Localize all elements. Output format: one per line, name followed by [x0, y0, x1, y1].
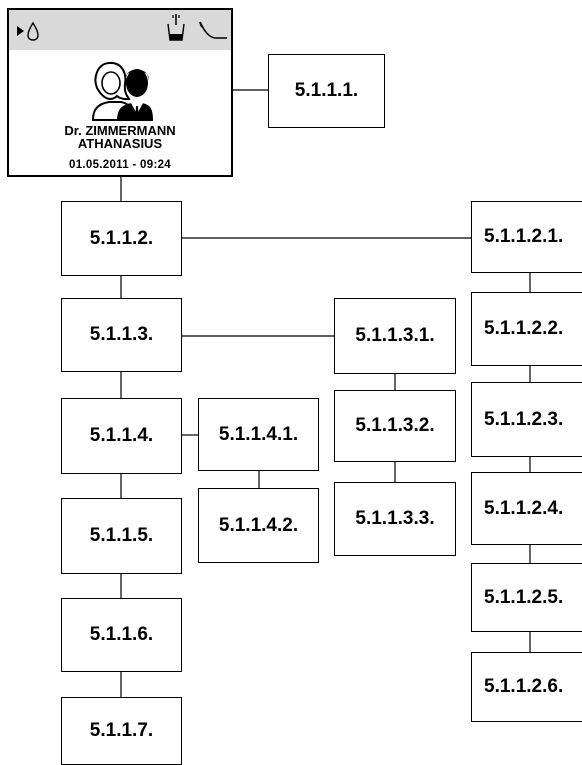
handpiece-icon	[199, 21, 227, 39]
menu-node-5114[interactable]: 5.1.1.4.	[61, 398, 182, 474]
user-name-line1: Dr. ZIMMERMANN	[64, 123, 176, 138]
cup-icon	[167, 14, 185, 41]
menu-node-51141[interactable]: 5.1.1.4.1.	[198, 398, 319, 471]
menu-node-5111[interactable]: 5.1.1.1.	[268, 54, 385, 128]
menu-node-51124[interactable]: 5.1.1.2.4.	[471, 472, 582, 545]
menu-node-51132[interactable]: 5.1.1.3.2.	[334, 390, 456, 462]
menu-node-51133[interactable]: 5.1.1.3.3.	[334, 482, 456, 556]
menu-node-5112[interactable]: 5.1.1.2.	[61, 201, 182, 276]
menu-node-51123[interactable]: 5.1.1.2.3.	[471, 382, 582, 457]
device-display: Dr. ZIMMERMANN ATHANASIUS 01.05.2011 - 0…	[7, 8, 233, 177]
play-arrow-icon	[17, 26, 24, 36]
water-drop-icon	[27, 21, 39, 41]
menu-node-51142[interactable]: 5.1.1.4.2.	[198, 488, 319, 563]
datetime-display: 01.05.2011 - 09:24	[69, 159, 171, 171]
menu-node-51131[interactable]: 5.1.1.3.1.	[334, 298, 456, 374]
menu-node-51121[interactable]: 5.1.1.2.1.	[471, 201, 582, 273]
menu-node-51125[interactable]: 5.1.1.2.5.	[471, 563, 582, 632]
menu-node-51122[interactable]: 5.1.1.2.2.	[471, 292, 582, 366]
menu-node-5115[interactable]: 5.1.1.5.	[61, 498, 182, 574]
doctor-avatar-icon	[91, 61, 153, 121]
menu-node-51126[interactable]: 5.1.1.2.6.	[471, 652, 582, 722]
menu-node-5117[interactable]: 5.1.1.7.	[61, 697, 182, 765]
menu-node-5113[interactable]: 5.1.1.3.	[61, 298, 182, 372]
user-name-line2: ATHANASIUS	[77, 136, 163, 151]
status-bar	[9, 10, 231, 50]
menu-node-5116[interactable]: 5.1.1.6.	[61, 598, 182, 672]
